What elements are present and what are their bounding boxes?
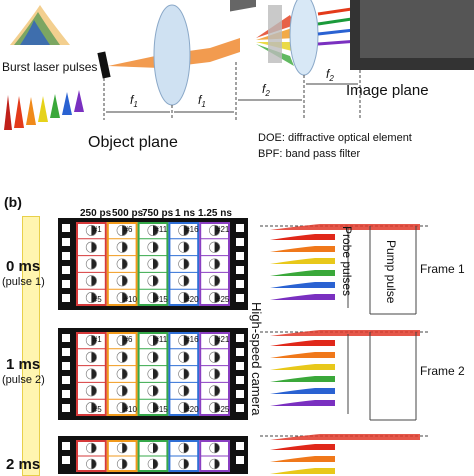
cell-number: #15 <box>154 295 168 304</box>
time-label-0: 250 ps <box>80 208 112 219</box>
frame-label-2: Frame 2 <box>420 364 465 378</box>
time-label-3: 1 ns <box>175 208 196 219</box>
frame-time-2: 2 ms <box>6 456 41 473</box>
cell-number: #25 <box>216 405 230 414</box>
film-frame: #1 #5 #6 #10 #11 #15 #16 #20 #21 #25 <box>58 218 248 310</box>
time-label-2: 750 ps <box>142 208 174 219</box>
doe-grating <box>230 0 256 12</box>
cell-number: #10 <box>124 405 138 414</box>
pump-label: Pump pulse <box>384 240 398 304</box>
svg-text:f2: f2 <box>326 67 334 83</box>
burst-label: Burst laser pulses <box>2 60 98 74</box>
cell-number: #11 <box>154 225 167 234</box>
frame-pulse-0: (pulse 1) <box>2 276 45 288</box>
pulse-train <box>260 224 430 474</box>
burst-pulse-icon <box>10 5 70 45</box>
cell-number: #5 <box>93 295 102 304</box>
frame-pulse-1: (pulse 2) <box>2 374 45 386</box>
time-label-4: 1.25 ns <box>198 208 232 219</box>
panel-b-label: (b) <box>4 194 22 210</box>
cell-number: #11 <box>154 335 167 344</box>
cell-number: #5 <box>93 405 102 414</box>
cell-number: #10 <box>124 295 138 304</box>
cell-number: #6 <box>124 225 133 234</box>
cell-number: #1 <box>93 335 102 344</box>
time-label-1: 500 ps <box>112 208 144 219</box>
cell-number: #6 <box>124 335 133 344</box>
cell-number: #21 <box>216 335 230 344</box>
cell-number: #20 <box>185 405 199 414</box>
lens-1 <box>153 4 191 106</box>
pulse-frame <box>260 434 430 474</box>
cell-number: #1 <box>93 225 102 234</box>
probe-label: Probe pulses <box>340 226 354 297</box>
pulse-frame <box>260 224 430 315</box>
band-pass-filter <box>268 5 282 63</box>
lens-2 <box>289 0 319 76</box>
cell-number: #15 <box>154 405 168 414</box>
frame-time-0: 0 ms <box>6 258 41 275</box>
cell-number: #16 <box>185 225 199 234</box>
focal-length-markers <box>103 62 361 120</box>
frame-time-1: 1 ms <box>6 356 41 373</box>
burst-pulses-icon <box>4 90 84 130</box>
object-plane-label: Object plane <box>88 134 178 151</box>
pulse-frame <box>260 330 430 421</box>
cell-number: #21 <box>216 225 230 234</box>
object-sample <box>97 51 111 79</box>
cell-number: #20 <box>185 295 199 304</box>
film-strips: #1#5#6#10#11#15#16#20#21#25#1#5#6#10#11#… <box>58 218 248 474</box>
laser-beam <box>108 38 240 68</box>
time-bar <box>22 216 40 476</box>
legend-bpf: BPF: band pass filter <box>258 148 361 160</box>
optical-setup-diagram: f1 f1 f2 f2 <box>4 0 474 130</box>
cell-number: #16 <box>185 335 199 344</box>
svg-text:f1: f1 <box>198 93 206 109</box>
frame-label-1: Frame 1 <box>420 262 465 276</box>
image-plane-label: Image plane <box>346 82 429 99</box>
film-frame <box>58 436 248 474</box>
film-frame: #1 #5 #6 #10 #11 #15 #16 #20 #21 #25 <box>58 328 248 420</box>
focal-length-labels: f1 f1 f2 f2 <box>130 67 334 109</box>
cell-number: #25 <box>216 295 230 304</box>
svg-text:f1: f1 <box>130 93 138 109</box>
legend-doe: DOE: diffractive optical element <box>258 132 412 144</box>
svg-text:f2: f2 <box>262 82 270 98</box>
